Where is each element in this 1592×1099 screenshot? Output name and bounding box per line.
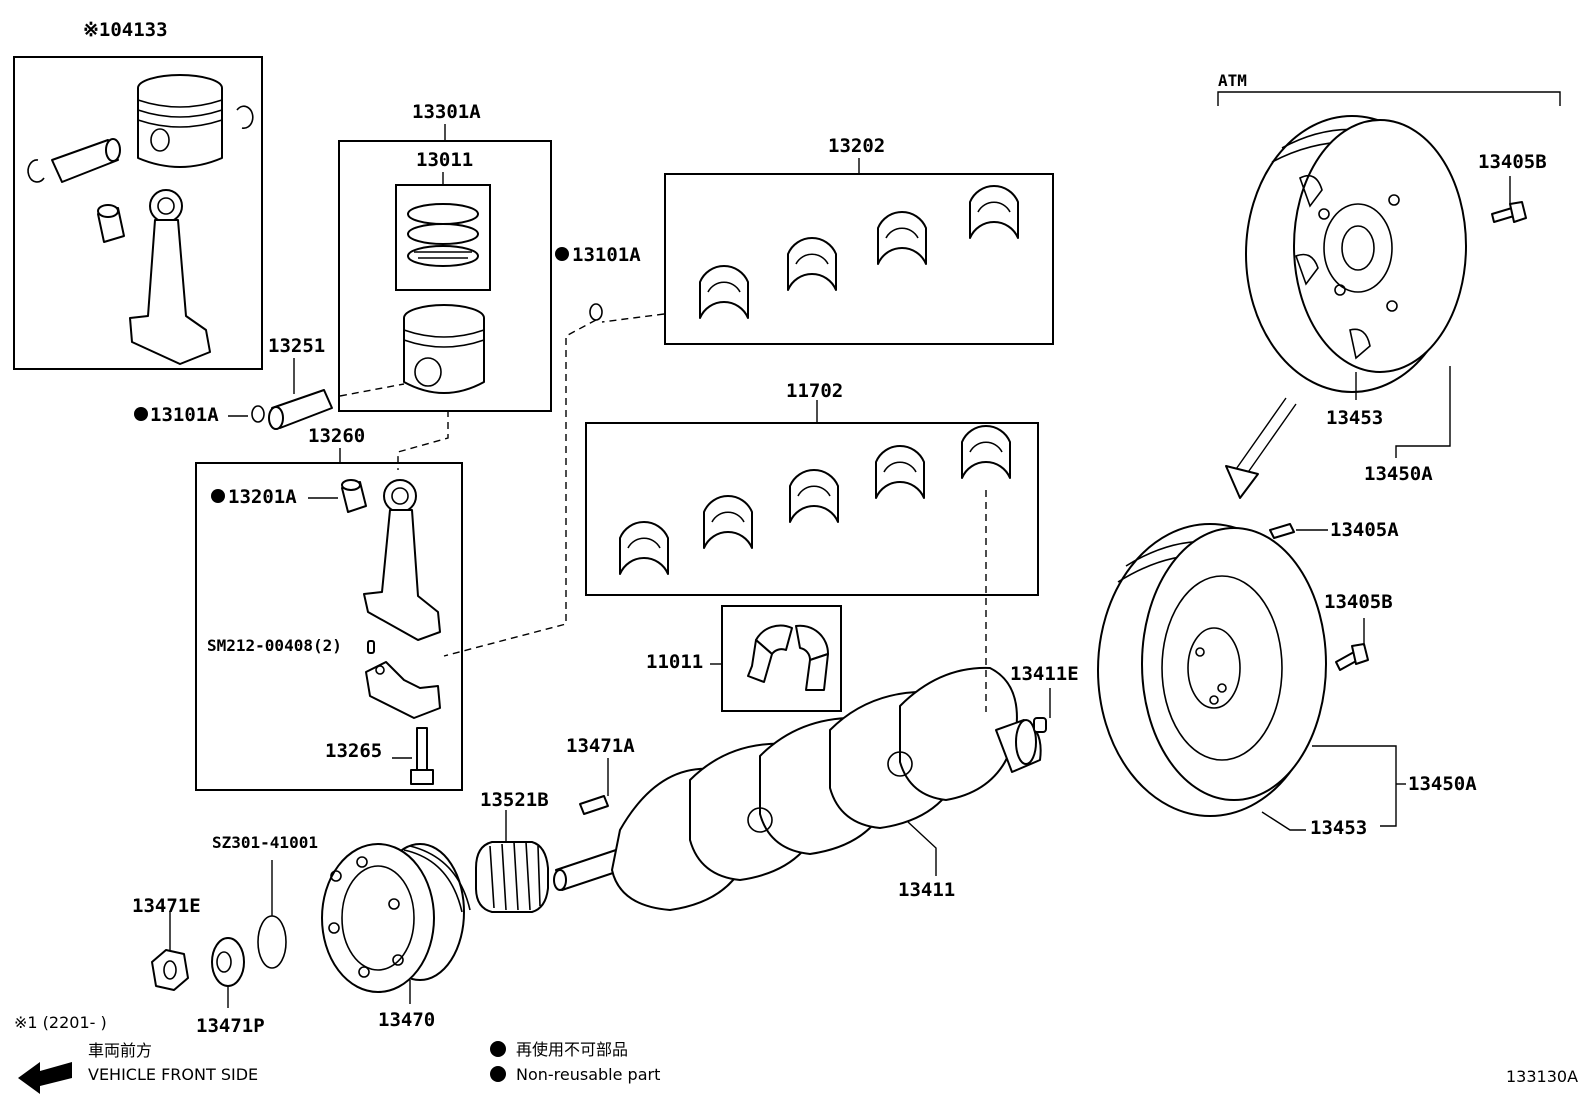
drive-plate-icon: [1245, 115, 1467, 393]
label-crankshaft: 13411: [898, 879, 955, 901]
label-snap-ring-left: 13101A: [150, 404, 219, 426]
kit-pin-icon: [51, 138, 121, 183]
piston-icon: [403, 304, 485, 394]
kit-bush-icon: [97, 204, 125, 243]
flywheel-bolt-icon: [1335, 643, 1369, 671]
front-label-en: VEHICLE FRONT SIDE: [88, 1065, 258, 1084]
label-washer: 13471P: [196, 1015, 265, 1037]
legend-en: Non-reusable part: [516, 1065, 660, 1084]
non-reusable-marker-icon: [555, 247, 569, 261]
snap-ring-left-icon: [251, 405, 265, 423]
rod-cap-pin-icon: [367, 640, 375, 654]
label-flywheel-bolt-b: 13405B: [1324, 591, 1393, 613]
main-bearing-icons: [619, 425, 1011, 575]
pulley-icon: [321, 843, 471, 993]
label-rod-assy: 13260: [308, 425, 365, 447]
legend-jp: 再使用不可部品: [516, 1040, 628, 1059]
kit-rod-icon: [129, 189, 211, 365]
rod-assy-frame: [195, 462, 463, 791]
crank-pin-icon: [1033, 717, 1047, 733]
crankshaft-icon: [553, 666, 1042, 911]
thrust-washer-icon: [747, 624, 830, 691]
label-flywheel-bolt-b-top: 13405B: [1478, 151, 1547, 173]
label-drive-plate-top: 13453: [1326, 407, 1383, 429]
label-timing-gear: 13521B: [480, 789, 549, 811]
nut-icon: [151, 949, 189, 991]
key-icon: [579, 795, 609, 815]
snap-ring-right-icon: [589, 303, 603, 321]
front-arrow-icon: [18, 1062, 72, 1094]
label-kit-piston-set: ※104133: [83, 19, 168, 41]
diagram-code: 133130A: [1506, 1067, 1578, 1086]
footnote: ※1 (2201- ): [14, 1013, 107, 1032]
timing-gear-icon: [475, 841, 549, 913]
non-reusable-marker-icon: [490, 1041, 506, 1057]
label-thrust-washer: 11011: [646, 651, 703, 673]
label-flywheel: 13453: [1310, 817, 1367, 839]
upper-bearing-icons: [699, 185, 1019, 319]
dowel-pin-icon: [1269, 523, 1295, 539]
label-piston-pin: 13251: [268, 335, 325, 357]
label-flywheel-assy: 13450A: [1408, 773, 1477, 795]
label-crank-pin: 13411E: [1010, 663, 1079, 685]
drive-plate-bolt-icon: [1491, 201, 1527, 223]
label-main-bearing-set: 11702: [786, 380, 843, 402]
label-atm: ATM: [1218, 71, 1247, 90]
label-key: 13471A: [566, 735, 635, 757]
flywheel-icon: [1097, 523, 1327, 817]
label-rod-bush: 13201A: [228, 486, 297, 508]
label-bearing-upper: 13202: [828, 135, 885, 157]
non-reusable-marker-icon: [211, 489, 225, 503]
label-rod-bolt: 13265: [325, 740, 382, 762]
rod-bush-icon: [341, 479, 367, 513]
main-bearing-frame: [585, 422, 1039, 596]
atm-bracket: [1217, 91, 1561, 106]
label-snap-ring-right: 13101A: [572, 244, 641, 266]
non-reusable-marker-icon: [134, 407, 148, 421]
kit-frame: [13, 56, 263, 370]
label-rod-cap-pin: SM212-00408(2): [207, 636, 342, 655]
guide-lines: [339, 313, 987, 712]
direction-arrow-icon: [1225, 397, 1297, 499]
oring-icon: [257, 915, 287, 969]
rod-cap-icon: [365, 661, 441, 719]
washer-icon: [211, 937, 245, 987]
leader-lines: [169, 124, 1511, 1008]
label-ring-set: 13011: [416, 149, 473, 171]
label-pulley: 13470: [378, 1009, 435, 1031]
ring-set-icon: [407, 203, 479, 267]
thrust-washer-frame: [721, 605, 842, 712]
kit-piston-icon: [137, 74, 223, 168]
rod-icon: [363, 479, 441, 641]
front-label-jp: 車両前方: [88, 1041, 152, 1060]
label-oring: SZ301-41001: [212, 833, 318, 852]
non-reusable-marker-icon: [490, 1066, 506, 1082]
label-drive-plate-assy-top: 13450A: [1364, 463, 1433, 485]
rod-bolt-icon: [410, 727, 434, 785]
label-dowel-pin: 13405A: [1330, 519, 1399, 541]
kit-snapring-icons: [27, 105, 254, 183]
label-piston-set-assy: 13301A: [412, 101, 481, 123]
piston-pin-icon: [268, 389, 333, 430]
label-nut: 13471E: [132, 895, 201, 917]
